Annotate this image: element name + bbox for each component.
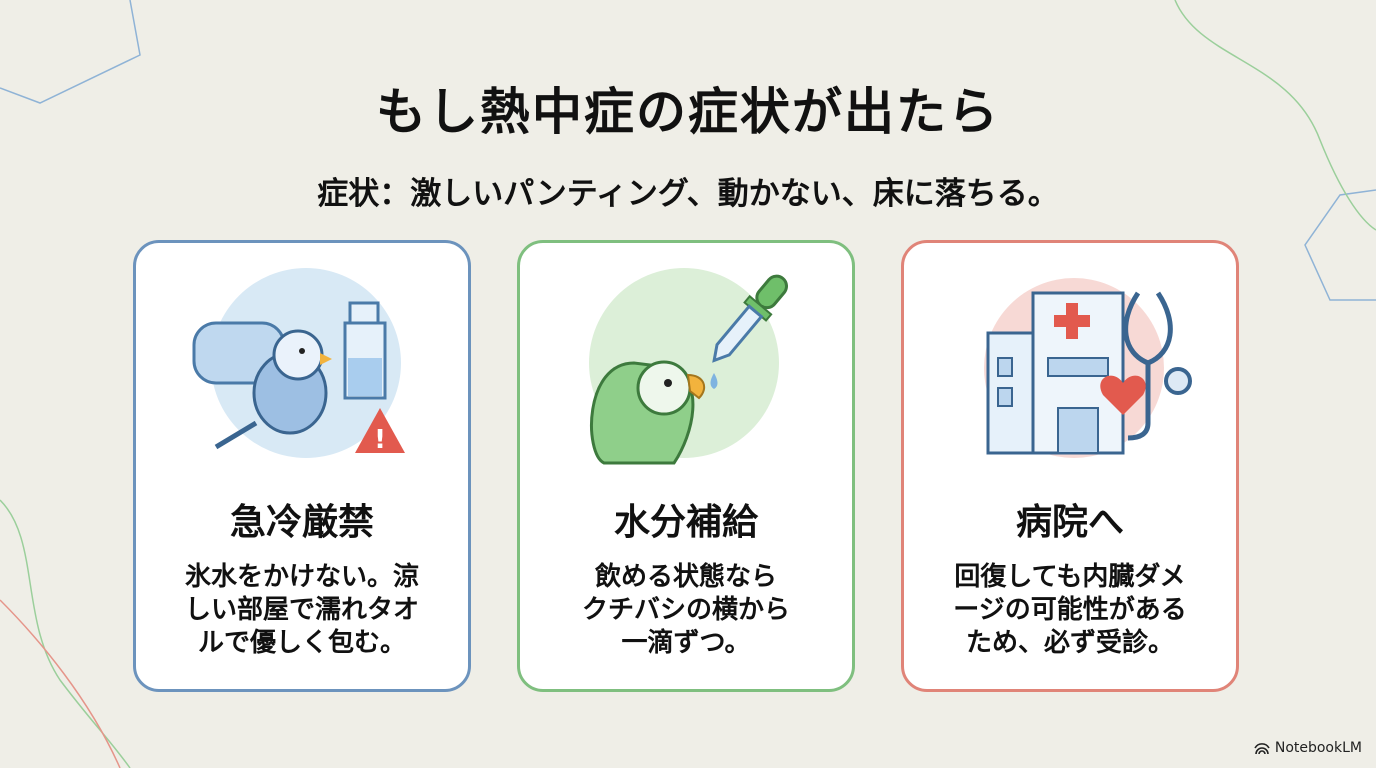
- page-title: もし熱中症の症状が出たら: [376, 83, 1000, 141]
- dropper-bird-icon: [589, 268, 788, 465]
- hospital-stethoscope-icon: [984, 278, 1192, 458]
- card-title: 水分補給: [613, 502, 758, 543]
- towel-bird-spray-warning-icon: !: [192, 268, 405, 458]
- card-go-to-hospital: 病院へ 回復しても内臓ダメ ージの可能性がある ため、必ず受診。: [901, 240, 1239, 692]
- notebooklm-logo-icon: [1254, 743, 1270, 754]
- card-line: クチバシの横から: [581, 595, 790, 625]
- card-line: ルで優しく包む。: [197, 628, 406, 658]
- card-line: 飲める状態なら: [594, 562, 777, 592]
- card-rapid-cooling-prohibited: ! 急冷厳禁 氷水をかけない。涼 しい部屋で濡れタオ ルで優しく包む。: [133, 240, 471, 692]
- brand-label: NotebookLM: [1274, 740, 1362, 756]
- card-line: 回復しても内臓ダメ: [954, 562, 1186, 592]
- card-line: しい部屋で濡れタオ: [184, 595, 419, 625]
- symptoms-subtitle: 症状：激しいパンティング、動かない、床に落ちる。: [317, 176, 1059, 212]
- card-title: 急冷厳禁: [229, 502, 374, 543]
- card-title: 病院へ: [1015, 502, 1124, 543]
- card-line: ージの可能性がある: [953, 595, 1187, 625]
- svg-text:!: !: [374, 425, 386, 455]
- card-body: 氷水をかけない。涼 しい部屋で濡れタオ ルで優しく包む。: [136, 561, 468, 660]
- card-hydration: 水分補給 飲める状態なら クチバシの横から 一滴ずつ。: [517, 240, 855, 692]
- card-line: 氷水をかけない。涼: [184, 562, 419, 592]
- card-body: 回復しても内臓ダメ ージの可能性がある ため、必ず受診。: [904, 561, 1236, 660]
- notebooklm-watermark: NotebookLM: [1254, 740, 1362, 756]
- card-body: 飲める状態なら クチバシの横から 一滴ずつ。: [520, 561, 852, 660]
- card-line: 一滴ずつ。: [621, 628, 751, 658]
- card-line: ため、必ず受診。: [965, 628, 1174, 658]
